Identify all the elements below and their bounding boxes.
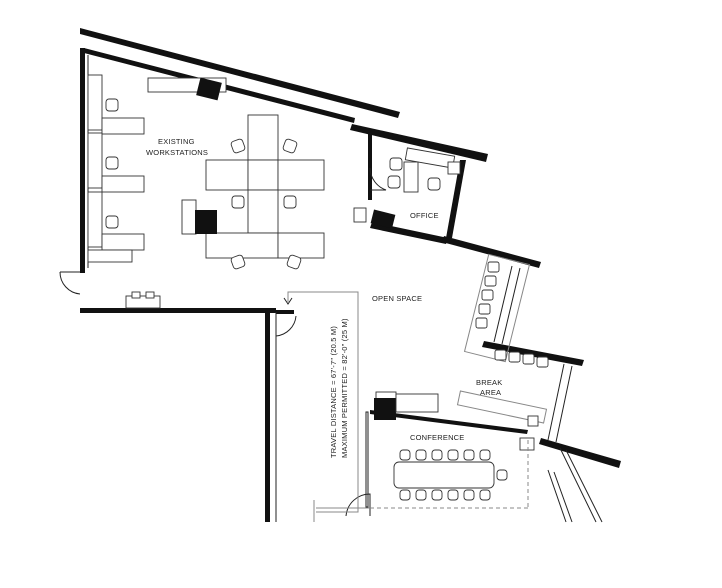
door-swing-corridor [275, 312, 297, 337]
exterior-walls [80, 28, 621, 523]
label-break-area-2: AREA [480, 388, 501, 397]
workstations-left [87, 74, 227, 309]
label-conference: CONFERENCE [410, 433, 465, 442]
wall-office-top [350, 124, 488, 162]
door-swing-left [59, 271, 81, 295]
wall-office-right [446, 160, 466, 238]
label-existing-workstations-1: EXISTING [158, 137, 195, 146]
wall-bottom-left [80, 308, 276, 313]
room-labels: EXISTING WORKSTATIONS OFFICE OPEN SPACE … [146, 137, 502, 458]
workstation-cluster [181, 114, 325, 270]
conference-table [393, 461, 495, 489]
egress-path [283, 291, 370, 522]
label-existing-workstations-2: WORKSTATIONS [146, 148, 208, 157]
wall-step-1 [442, 236, 541, 268]
wall-conference-top [370, 410, 528, 434]
office-furniture [353, 147, 461, 229]
wall-left [80, 48, 85, 273]
conference-furniture [370, 391, 535, 509]
travel-path-line [287, 291, 359, 513]
label-travel-distance: TRAVEL DISTANCE = 67'-7" (20.5 M) [329, 326, 338, 458]
label-office: OFFICE [410, 211, 439, 220]
wall-corridor-left [265, 312, 270, 522]
wall-step-2 [482, 341, 584, 366]
label-maximum-permitted: MAXIMUM PERMITTED = 82'-0" (25 M) [340, 318, 349, 458]
wall-step-3 [539, 438, 621, 468]
column [195, 210, 217, 234]
wall-top-slanted [80, 28, 400, 118]
break-area-furniture [456, 253, 549, 427]
path-arrow-icon [283, 297, 293, 305]
label-open-space: OPEN SPACE [372, 294, 422, 303]
label-break-area-1: BREAK [476, 378, 502, 387]
door-swing-office [369, 167, 387, 191]
